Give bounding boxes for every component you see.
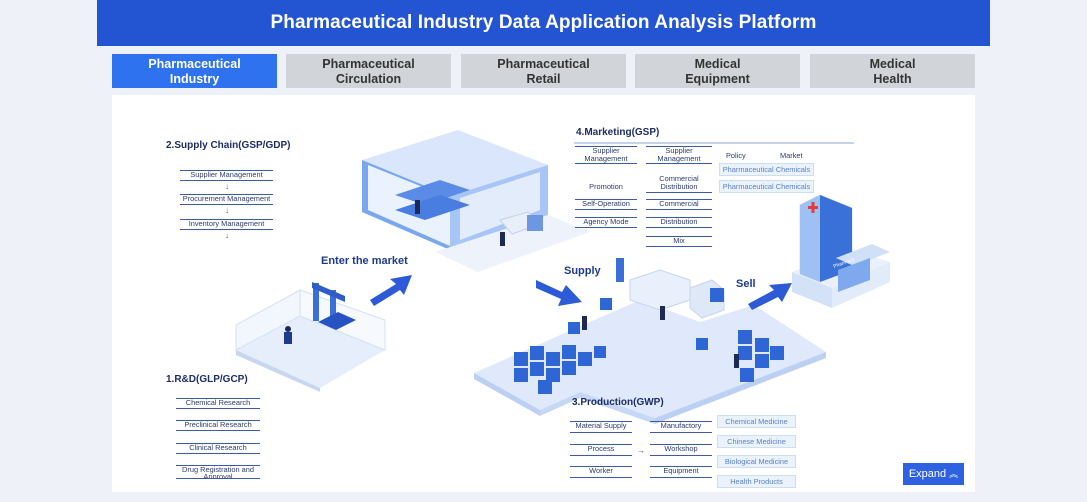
tab-pharmaceutical-circulation[interactable]: Pharmaceutical Circulation [286, 54, 451, 88]
hospital-pharmacy-illustration: Pharmacy [792, 194, 890, 308]
tab-medical-health[interactable]: Medical Health [810, 54, 975, 88]
rnd-step-drug-registration: Drug Registration and Approval [176, 465, 260, 479]
production-chip: Chemical Medicine [717, 415, 796, 428]
production-left-worker: Worker [570, 466, 632, 478]
expand-label: Expand [908, 468, 947, 480]
rnd-title: 1.R&D(GLP/GCP) [166, 374, 248, 385]
marketing-left-self-operation: Self-Operation [575, 199, 637, 210]
page-title: Pharmaceutical Industry Data Application… [270, 12, 817, 33]
tab-medical-equipment[interactable]: Medical Equipment [635, 54, 800, 88]
production-right-manufactory: Manufactory [650, 421, 712, 433]
policy-label: Policy [726, 151, 746, 160]
rnd-step-chemical-research: Chemical Research [176, 398, 260, 409]
rnd-step-clinical-research: Clinical Research [176, 443, 260, 454]
marketing-chip: Pharmaceutical Chemicals [719, 163, 814, 176]
production-chip: Biological Medicine [717, 455, 796, 468]
supply-step-inventory-management: Inventory Management [180, 219, 273, 230]
tab-label: Pharmaceutical Circulation [322, 57, 415, 86]
tab-label: Pharmaceutical Industry [148, 57, 241, 86]
sell-label: Sell [736, 278, 756, 290]
marketing-left-agency-mode: Agency Mode [575, 217, 637, 228]
marketing-left-supplier-management: Supplier Management [575, 146, 637, 164]
rnd-lab-illustration [235, 282, 386, 392]
marketing-right-commercial: Commercial [646, 199, 712, 210]
arrow-down-icon: ↓ [225, 231, 229, 240]
tab-label: Medical Health [869, 57, 916, 86]
production-right-equipment: Equipment [650, 466, 712, 478]
warehouse-illustration [362, 130, 590, 272]
production-title: 3.Production(GWP) [572, 397, 664, 408]
expand-button[interactable]: Expand ︽ [903, 463, 964, 485]
marketing-right-commercial-distribution: Commercial Distribution [646, 175, 712, 193]
supply-arrow-icon [536, 280, 582, 306]
arrow-right-icon: → [637, 446, 645, 455]
marketing-right-mix: Mix [646, 236, 712, 247]
marketing-title: 4.Marketing(GSP) [576, 127, 660, 138]
production-chip: Health Products [717, 475, 796, 488]
chevron-up-icon: ︽ [949, 469, 959, 479]
marketing-right-supplier-management: Supplier Management [646, 146, 712, 164]
tab-bar: Pharmaceutical Industry Pharmaceutical C… [112, 54, 975, 88]
supply-step-procurement-management: Procurement Management [180, 194, 273, 205]
tab-label: Pharmaceutical Retail [497, 57, 590, 86]
arrow-down-icon: ↓ [225, 206, 229, 215]
supply-label: Supply [564, 265, 601, 277]
production-right-workshop: Workshop [650, 444, 712, 456]
production-floor-illustration [474, 258, 826, 424]
enter-market-label: Enter the market [321, 255, 408, 267]
tab-pharmaceutical-industry[interactable]: Pharmaceutical Industry [112, 54, 277, 88]
production-left-material-supply: Material Supply [570, 421, 632, 433]
supply-chain-title: 2.Supply Chain(GSP/GDP) [166, 140, 291, 151]
market-label: Market [780, 151, 803, 160]
production-chip: Chinese Medicine [717, 435, 796, 448]
arrow-down-icon: ↓ [225, 182, 229, 191]
production-left-process: Process [570, 444, 632, 456]
tab-pharmaceutical-retail[interactable]: Pharmaceutical Retail [461, 54, 626, 88]
marketing-right-distribution: Distribution [646, 217, 712, 228]
flow-arrows [370, 275, 792, 310]
marketing-chip: Pharmaceutical Chemicals [719, 180, 814, 193]
rnd-step-preclinical-research: Preclinical Research [176, 420, 260, 431]
tab-label: Medical Equipment [685, 57, 750, 86]
sell-arrow-icon [748, 283, 792, 310]
marketing-left-promotion: Promotion [589, 182, 623, 191]
header-bar: Pharmaceutical Industry Data Application… [97, 0, 990, 46]
supply-step-supplier-management: Supplier Management [180, 170, 273, 181]
enter-market-arrow-icon [370, 275, 412, 306]
